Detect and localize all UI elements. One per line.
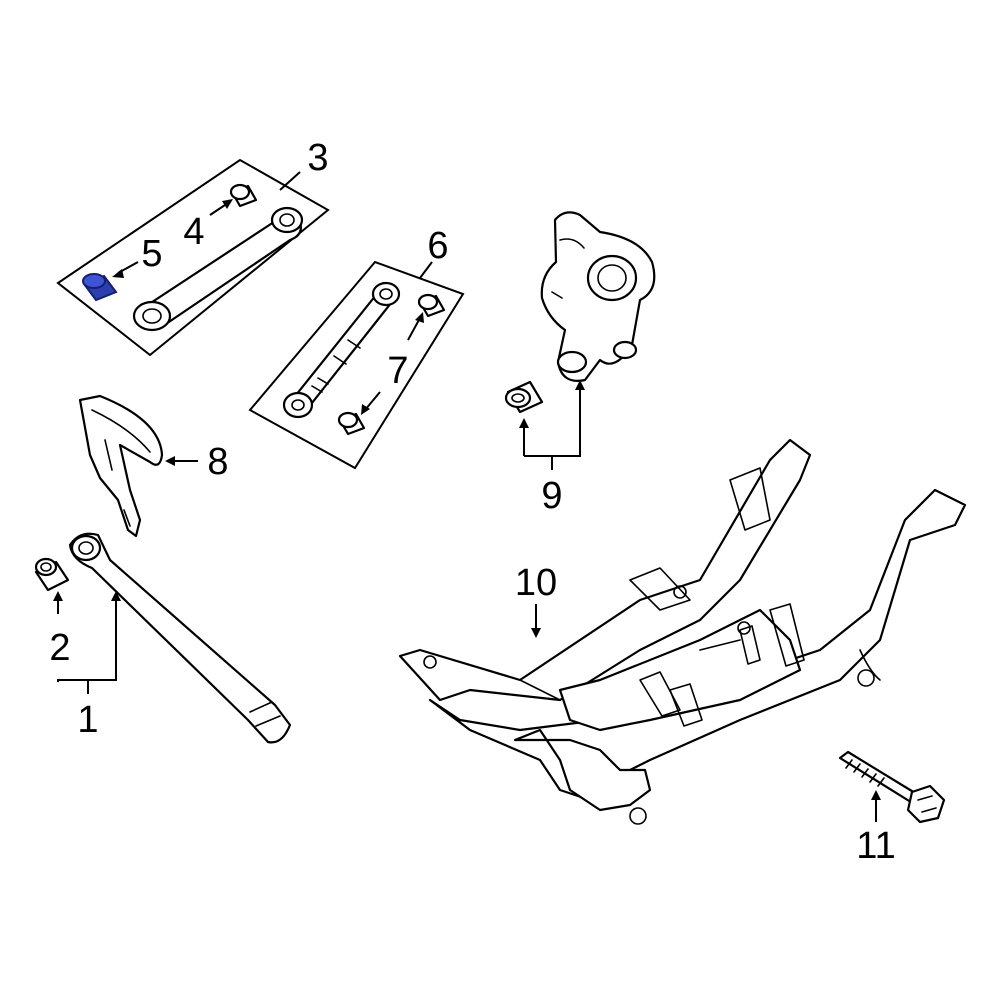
lower-arm-part-1: 2 1 [34, 532, 292, 744]
callout-10: 10 [515, 562, 557, 604]
bolt-part-11: 11 [838, 750, 946, 867]
bushing-5-highlighted[interactable] [82, 273, 118, 302]
knuckle-part-9: 9 [504, 211, 656, 517]
adjustable-arm-panel: 6 7 [248, 225, 465, 470]
bracket-part-8: 8 [78, 394, 229, 538]
callout-3: 3 [307, 137, 328, 179]
callout-2: 2 [49, 627, 70, 669]
callout-7: 7 [387, 350, 408, 392]
callout-8: 8 [207, 441, 228, 483]
subframe-part-10: 10 [398, 438, 967, 825]
upper-arm-panel: 3 4 5 [56, 137, 330, 357]
callout-9: 9 [541, 475, 562, 517]
callout-5: 5 [141, 233, 162, 275]
callout-1: 1 [77, 699, 98, 741]
callout-11: 11 [856, 825, 895, 867]
callout-6: 6 [427, 225, 448, 267]
callout-4: 4 [183, 211, 204, 253]
